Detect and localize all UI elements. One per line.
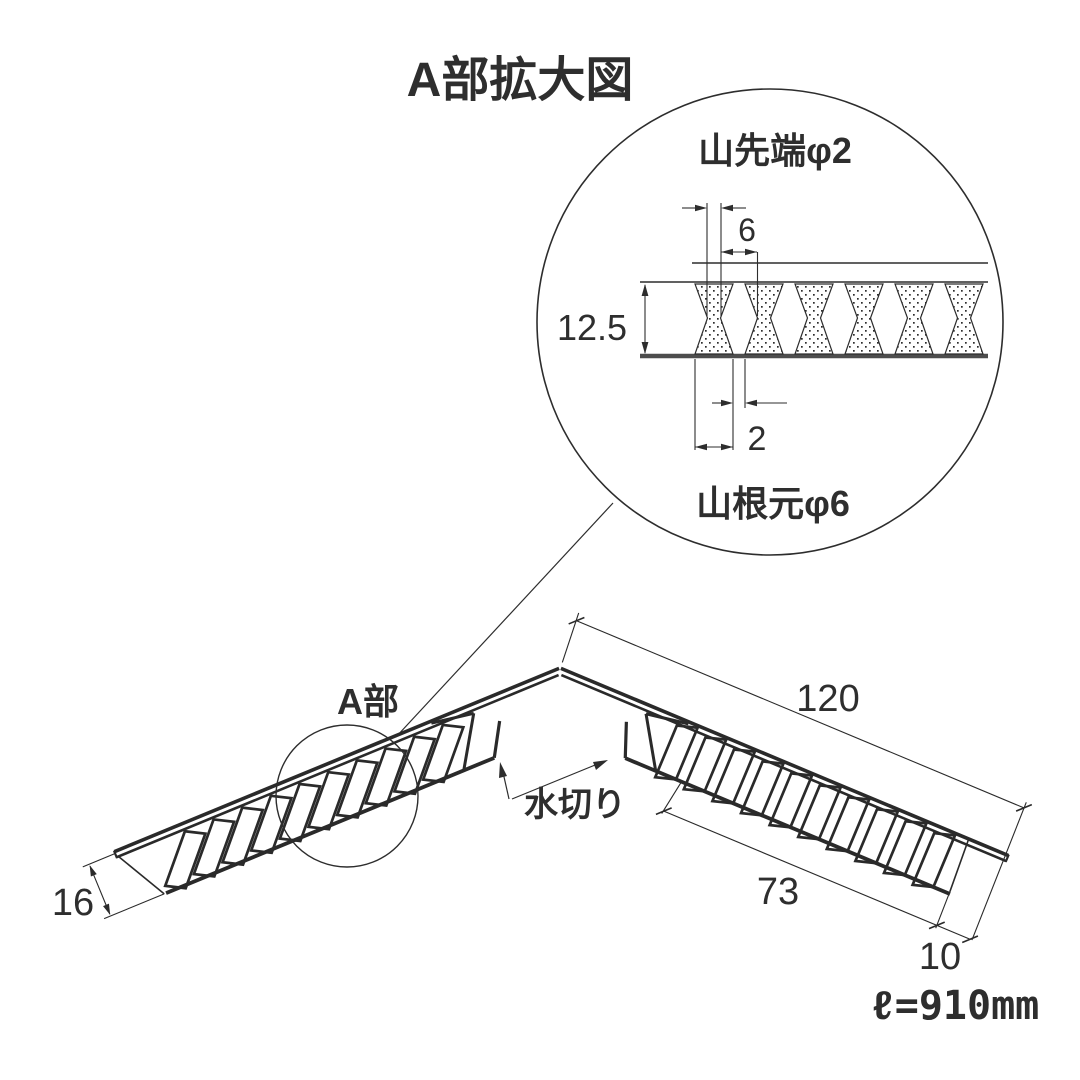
dim-tip-phi2 bbox=[682, 203, 746, 316]
left-slope bbox=[82, 666, 560, 920]
dim-16 bbox=[82, 853, 165, 920]
left-sheet-outer bbox=[113, 666, 560, 854]
dim-tip-pitch-6 bbox=[721, 248, 759, 316]
page-title: A部拡大図 bbox=[407, 54, 634, 107]
left-slats bbox=[163, 723, 466, 890]
detail-view bbox=[395, 88, 1004, 738]
a-part-circle bbox=[275, 724, 419, 868]
dim-73-10 bbox=[655, 781, 979, 944]
right-flashing-mark bbox=[623, 721, 628, 759]
dim-label-6: 6 bbox=[738, 212, 756, 248]
dim-label-12-5: 12.5 bbox=[557, 307, 627, 348]
dim-120 bbox=[561, 612, 1033, 941]
right-slats bbox=[653, 724, 957, 889]
hourglass-corrugations bbox=[694, 283, 984, 355]
dim-base-group bbox=[694, 359, 787, 451]
dim-label-16: 16 bbox=[52, 882, 94, 924]
dim-label-2: 2 bbox=[748, 420, 767, 458]
a-part-label: A部 bbox=[337, 681, 399, 722]
right-slope bbox=[560, 612, 1033, 944]
dim-height-12-5 bbox=[641, 284, 649, 354]
length-label: ℓ=910mm bbox=[871, 983, 1040, 1029]
tip-label: 山先端φ2 bbox=[698, 130, 852, 171]
dim-label-73: 73 bbox=[757, 871, 799, 913]
left-row-cap bbox=[430, 711, 476, 771]
dim-label-120: 120 bbox=[796, 678, 859, 720]
detail-leader-line bbox=[395, 502, 614, 738]
left-sheet-inner bbox=[116, 673, 560, 859]
left-flashing-mark bbox=[492, 720, 502, 759]
dim-label-10: 10 bbox=[919, 936, 961, 978]
right-row-cap bbox=[644, 712, 689, 772]
right-sheet-inner bbox=[560, 673, 1007, 863]
detail-circle bbox=[536, 88, 1004, 556]
base-label: 山根元φ6 bbox=[696, 483, 850, 524]
flashing-leaders bbox=[499, 760, 608, 800]
right-sheet-outer bbox=[560, 666, 1010, 858]
flashing-label: 水切り bbox=[524, 786, 626, 824]
